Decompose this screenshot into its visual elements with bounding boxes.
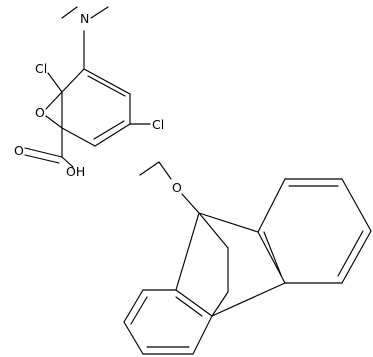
bond-carbonyl bbox=[24, 147, 63, 158]
bond-right-ring-to-bridgehead bbox=[211, 282, 286, 317]
atom-label-epoxide-oxygen: O bbox=[35, 105, 45, 120]
bond-c1-c2-double bbox=[87, 75, 126, 97]
bond-c6-c1 bbox=[61, 68, 85, 93]
bond-right-ring-e bbox=[341, 230, 372, 284]
atom-label-ether-oxygen: O bbox=[172, 180, 182, 195]
bond-right-ring-d bbox=[341, 178, 372, 232]
bond-left-ring-e bbox=[192, 315, 213, 355]
bond-left-ring-c bbox=[123, 321, 144, 355]
bond-c4-c5 bbox=[61, 127, 96, 147]
bond-bridgehead-to-left-ring bbox=[175, 212, 200, 291]
bond-right-ring-b bbox=[257, 178, 286, 233]
atom-label-hydroxyl: OH bbox=[66, 164, 85, 179]
bond-left-ring-b-double bbox=[130, 296, 148, 325]
bond-carboxyl-oh bbox=[61, 156, 74, 168]
atom-label-nitrogen: N bbox=[80, 11, 89, 26]
bond-bridgehead-to-ethano bbox=[198, 212, 229, 249]
bond-epoxide-c6-o bbox=[45, 91, 63, 110]
bond-n-methyl-right bbox=[90, 6, 109, 19]
bond-ethyl-ch2-o bbox=[158, 161, 172, 180]
bond-c1-c2 bbox=[83, 68, 131, 95]
bond-left-ring-b bbox=[123, 289, 144, 323]
bond-n-methyl-left bbox=[61, 6, 78, 19]
bond-right-ring-g-double bbox=[263, 231, 282, 276]
bond-c6-cl bbox=[47, 72, 63, 93]
bond-carbonyl-double bbox=[24, 154, 60, 164]
atom-label-chlorine-right: Cl bbox=[152, 117, 164, 132]
atom-label-chlorine-top: Cl bbox=[35, 61, 47, 76]
atom-label-carbonyl-oxygen: O bbox=[14, 143, 24, 158]
bond-ethano-to-bridgehead bbox=[211, 291, 229, 317]
bond-left-ring-f-double bbox=[175, 296, 203, 317]
bond-epoxide-c5-o bbox=[45, 115, 63, 129]
bond-c3-c4-double bbox=[93, 120, 125, 140]
molecule-1: N Cl Cl O O OH bbox=[14, 6, 164, 179]
bond-left-ring-f bbox=[175, 289, 213, 317]
bond-right-ring-e-double bbox=[337, 230, 364, 277]
bond-c3-c4 bbox=[94, 123, 131, 147]
molecule-2: O bbox=[123, 161, 372, 355]
bond-ethyl-ch3-ch2 bbox=[139, 161, 160, 176]
bond-right-ring-a bbox=[198, 212, 259, 233]
bond-o-bridgehead bbox=[181, 193, 200, 214]
